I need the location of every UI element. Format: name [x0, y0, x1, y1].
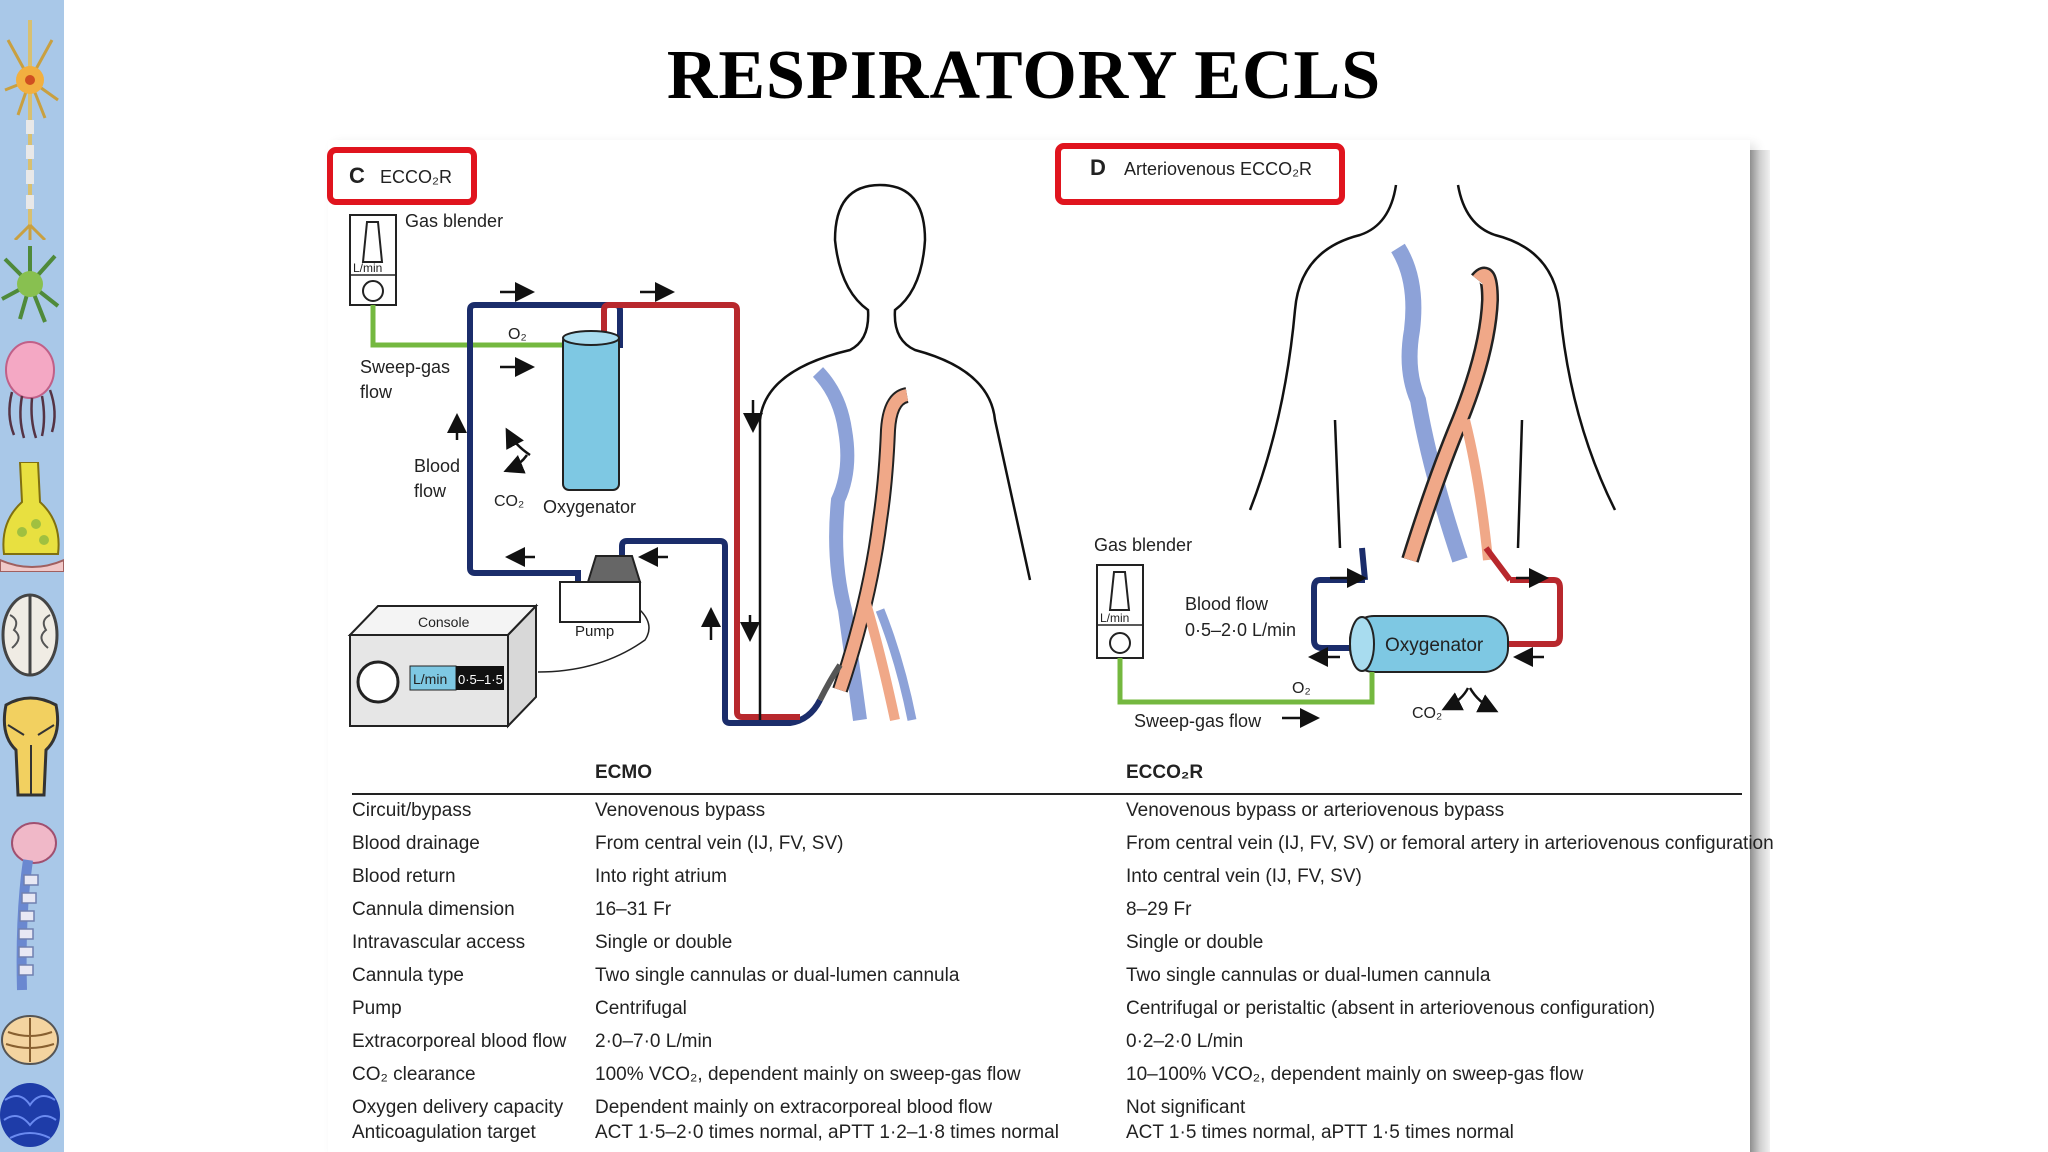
gas-blender-d: L/min	[1096, 564, 1144, 659]
slide-title: RESPIRATORY ECLS	[666, 37, 1382, 114]
svg-text:L/min: L/min	[353, 261, 382, 275]
svg-text:Sweep-gas: Sweep-gas	[360, 357, 450, 377]
table-row: Extracorporeal blood flow 2·0–7·0 L/min …	[352, 1031, 1244, 1052]
spinal-cord-icon	[11, 822, 57, 991]
figure-shadow	[1750, 150, 1770, 1152]
svg-text:0·5–2·0 L/min: 0·5–2·0 L/min	[1185, 620, 1296, 640]
ecls-diagram: C ECCO₂R L/min Gas blender Sweep-gas flo…	[327, 143, 1617, 731]
table-row: Cannula type Two single cannulas or dual…	[352, 965, 1491, 986]
decorative-sidebar	[0, 0, 64, 1152]
body-outline-c	[758, 183, 1032, 720]
panel-d-letter: D	[1090, 155, 1106, 180]
svg-text:O₂: O₂	[1292, 680, 1311, 697]
gas-blender-c: L/min	[349, 214, 397, 306]
table-row: Intravascular access Single or double Si…	[352, 932, 1264, 953]
panel-c-label: ECCO₂R	[380, 167, 452, 187]
table-row: Circuit/bypass Venovenous bypass Venoven…	[352, 800, 1505, 821]
table-row: Cannula dimension 16–31 Fr 8–29 Fr	[352, 899, 1192, 920]
svg-text:L/min: L/min	[1100, 611, 1129, 625]
panel-d-label-box: D Arteriovenous ECCO₂R	[1055, 143, 1345, 205]
svg-text:Blood flow: Blood flow	[1185, 594, 1269, 614]
svg-text:O₂: O₂	[508, 326, 527, 343]
pump: Pump	[559, 555, 642, 640]
table-header-ecco2r: ECCO₂R	[1126, 762, 1204, 783]
svg-text:CO₂: CO₂	[1412, 705, 1442, 722]
svg-text:L/min: L/min	[413, 671, 447, 687]
oxygenator-d	[1349, 615, 1509, 673]
synapse-icon	[0, 462, 64, 572]
console: Console L/min 0·5–1·5	[347, 603, 539, 729]
arterial-line-c	[601, 302, 800, 720]
svg-text:flow: flow	[360, 382, 393, 402]
neuron-icon	[4, 20, 59, 240]
table-row: Anticoagulation target ACT 1·5–2·0 times…	[352, 1122, 1514, 1143]
brain-top-icon	[1, 593, 59, 677]
sweep-gas-line-d	[1117, 658, 1375, 705]
table-row: Oxygen delivery capacity Dependent mainl…	[352, 1097, 1246, 1118]
svg-text:0·5–1·5: 0·5–1·5	[458, 672, 503, 687]
cerebellum-icon	[1, 1015, 59, 1065]
svg-text:Pump: Pump	[575, 623, 614, 640]
table-header-ecmo: ECMO	[595, 762, 652, 783]
table-row: Blood return Into right atrium Into cent…	[352, 866, 1362, 887]
panel-c-letter: C	[349, 163, 365, 188]
oxygenator-label-d: Oxygenator	[1385, 635, 1484, 656]
gas-blender-label-c: Gas blender	[405, 211, 503, 231]
svg-text:Console: Console	[418, 614, 470, 630]
brainstem-icon	[2, 696, 60, 797]
svg-text:Blood: Blood	[414, 456, 460, 476]
table-divider	[352, 793, 1742, 795]
table-row: Blood drainage From central vein (IJ, FV…	[352, 833, 1774, 854]
svg-text:flow: flow	[414, 481, 447, 501]
panel-c-label-box: C ECCO₂R	[327, 147, 477, 205]
body-outline-d	[1248, 184, 1617, 549]
sweep-gas-line-c	[370, 305, 562, 348]
brain-tissue-icon	[0, 1083, 60, 1147]
table-row: Pump Centrifugal Centrifugal or peristal…	[352, 998, 1656, 1019]
gas-blender-label-d: Gas blender	[1094, 535, 1192, 555]
jellyfish-icon	[5, 341, 56, 439]
svg-text:Sweep-gas flow: Sweep-gas flow	[1134, 711, 1262, 731]
oxygenator-c	[562, 330, 620, 491]
astrocyte-icon	[1, 246, 60, 323]
panel-d-label: Arteriovenous ECCO₂R	[1124, 159, 1312, 179]
svg-text:CO₂: CO₂	[494, 493, 524, 510]
oxygenator-label-c: Oxygenator	[543, 497, 636, 517]
table-row: CO₂ clearance 100% VCO₂, dependent mainl…	[352, 1064, 1584, 1085]
